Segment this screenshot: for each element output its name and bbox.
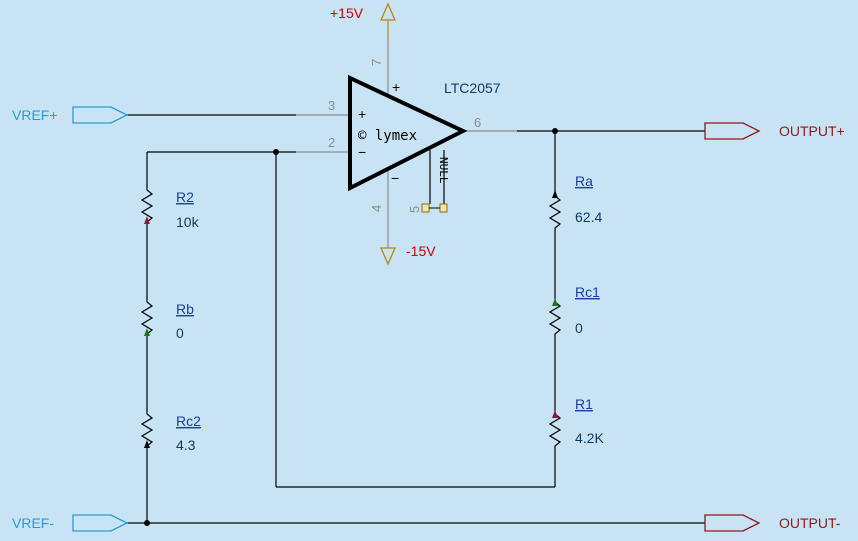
- wires: [127, 114, 705, 524]
- pin-stubs: [296, 41, 517, 248]
- resistor-pin-marker: [144, 328, 150, 336]
- resistor-value: 0: [575, 320, 583, 336]
- resistor-value: 10k: [176, 214, 200, 230]
- pin-number-2: 2: [328, 135, 335, 150]
- resistor-r2[interactable]: R2 10k: [140, 184, 200, 230]
- opamp[interactable]: + − + − © lymex NULL: [348, 74, 468, 213]
- resistor-pin-marker: [552, 410, 558, 418]
- supply-positive-label: +15V: [330, 5, 364, 21]
- junctions: [144, 128, 558, 526]
- opamp-part-number: LTC2057: [444, 80, 501, 96]
- resistor-rc1[interactable]: Rc1 0: [548, 284, 600, 338]
- resistor-name: Rb: [176, 301, 194, 317]
- supply-up-arrow-icon: [380, 2, 396, 21]
- port-output-plus-label: OUTPUT+: [779, 123, 845, 139]
- resistor-rc2[interactable]: Rc2 4.3: [140, 408, 201, 453]
- null-label: NULL: [437, 157, 450, 184]
- resistor-name: Ra: [575, 173, 593, 189]
- resistor-value: 4.3: [176, 437, 196, 453]
- resistor-pin-marker: [144, 216, 150, 224]
- output-port-icon: [704, 514, 761, 532]
- resistor-pin-marker: [144, 440, 150, 448]
- supply-plus-sign: +: [392, 79, 400, 95]
- resistor-pin-marker: [552, 190, 558, 198]
- pin-number-4: 4: [369, 205, 384, 212]
- input-port-icon: [72, 106, 129, 124]
- resistor-name: Rc2: [176, 413, 201, 429]
- opamp-triangle: [348, 74, 468, 192]
- pin-number-6: 6: [474, 115, 481, 130]
- resistor-name: Rc1: [575, 284, 600, 300]
- supply-down-arrow-icon: [380, 247, 396, 266]
- supply-positive[interactable]: +15V: [330, 2, 396, 41]
- input-port-icon: [72, 514, 129, 532]
- opamp-watermark: © lymex: [358, 128, 417, 144]
- pin-number-5: 5: [407, 206, 422, 213]
- resistor-r1[interactable]: R1 4.2K: [548, 396, 604, 450]
- pin-number-7: 7: [369, 59, 384, 66]
- supply-negative[interactable]: -15V: [380, 243, 436, 266]
- null-pad: [439, 203, 448, 213]
- supply-minus-sign: −: [391, 170, 399, 186]
- opamp-plus-sign: +: [358, 106, 366, 122]
- resistor-name: R1: [575, 396, 593, 412]
- null-pad: [421, 203, 430, 213]
- resistor-value: 62.4: [575, 209, 602, 225]
- resistor-pin-marker: [552, 298, 558, 306]
- pin-number-3: 3: [328, 98, 335, 113]
- port-output-minus-label: OUTPUT-: [779, 515, 841, 531]
- junction-dot: [552, 128, 558, 134]
- port-vref-minus-label: VREF-: [12, 515, 54, 531]
- port-vref-plus-label: VREF+: [12, 107, 58, 123]
- junction-dot: [273, 149, 279, 155]
- resistor-rb[interactable]: Rb 0: [140, 296, 194, 341]
- junction-dot: [144, 520, 150, 526]
- opamp-minus-sign: −: [358, 144, 366, 160]
- port-vref-plus[interactable]: VREF+: [12, 106, 129, 124]
- port-output-minus[interactable]: OUTPUT-: [704, 514, 841, 532]
- resistor-name: R2: [176, 189, 194, 205]
- supply-negative-label: -15V: [406, 243, 436, 259]
- port-vref-minus[interactable]: VREF-: [12, 514, 129, 532]
- output-port-icon: [704, 122, 761, 140]
- port-output-plus[interactable]: OUTPUT+: [704, 122, 845, 140]
- resistor-value: 0: [176, 325, 184, 341]
- resistor-ra[interactable]: Ra 62.4: [548, 173, 602, 232]
- resistor-value: 4.2K: [575, 430, 604, 446]
